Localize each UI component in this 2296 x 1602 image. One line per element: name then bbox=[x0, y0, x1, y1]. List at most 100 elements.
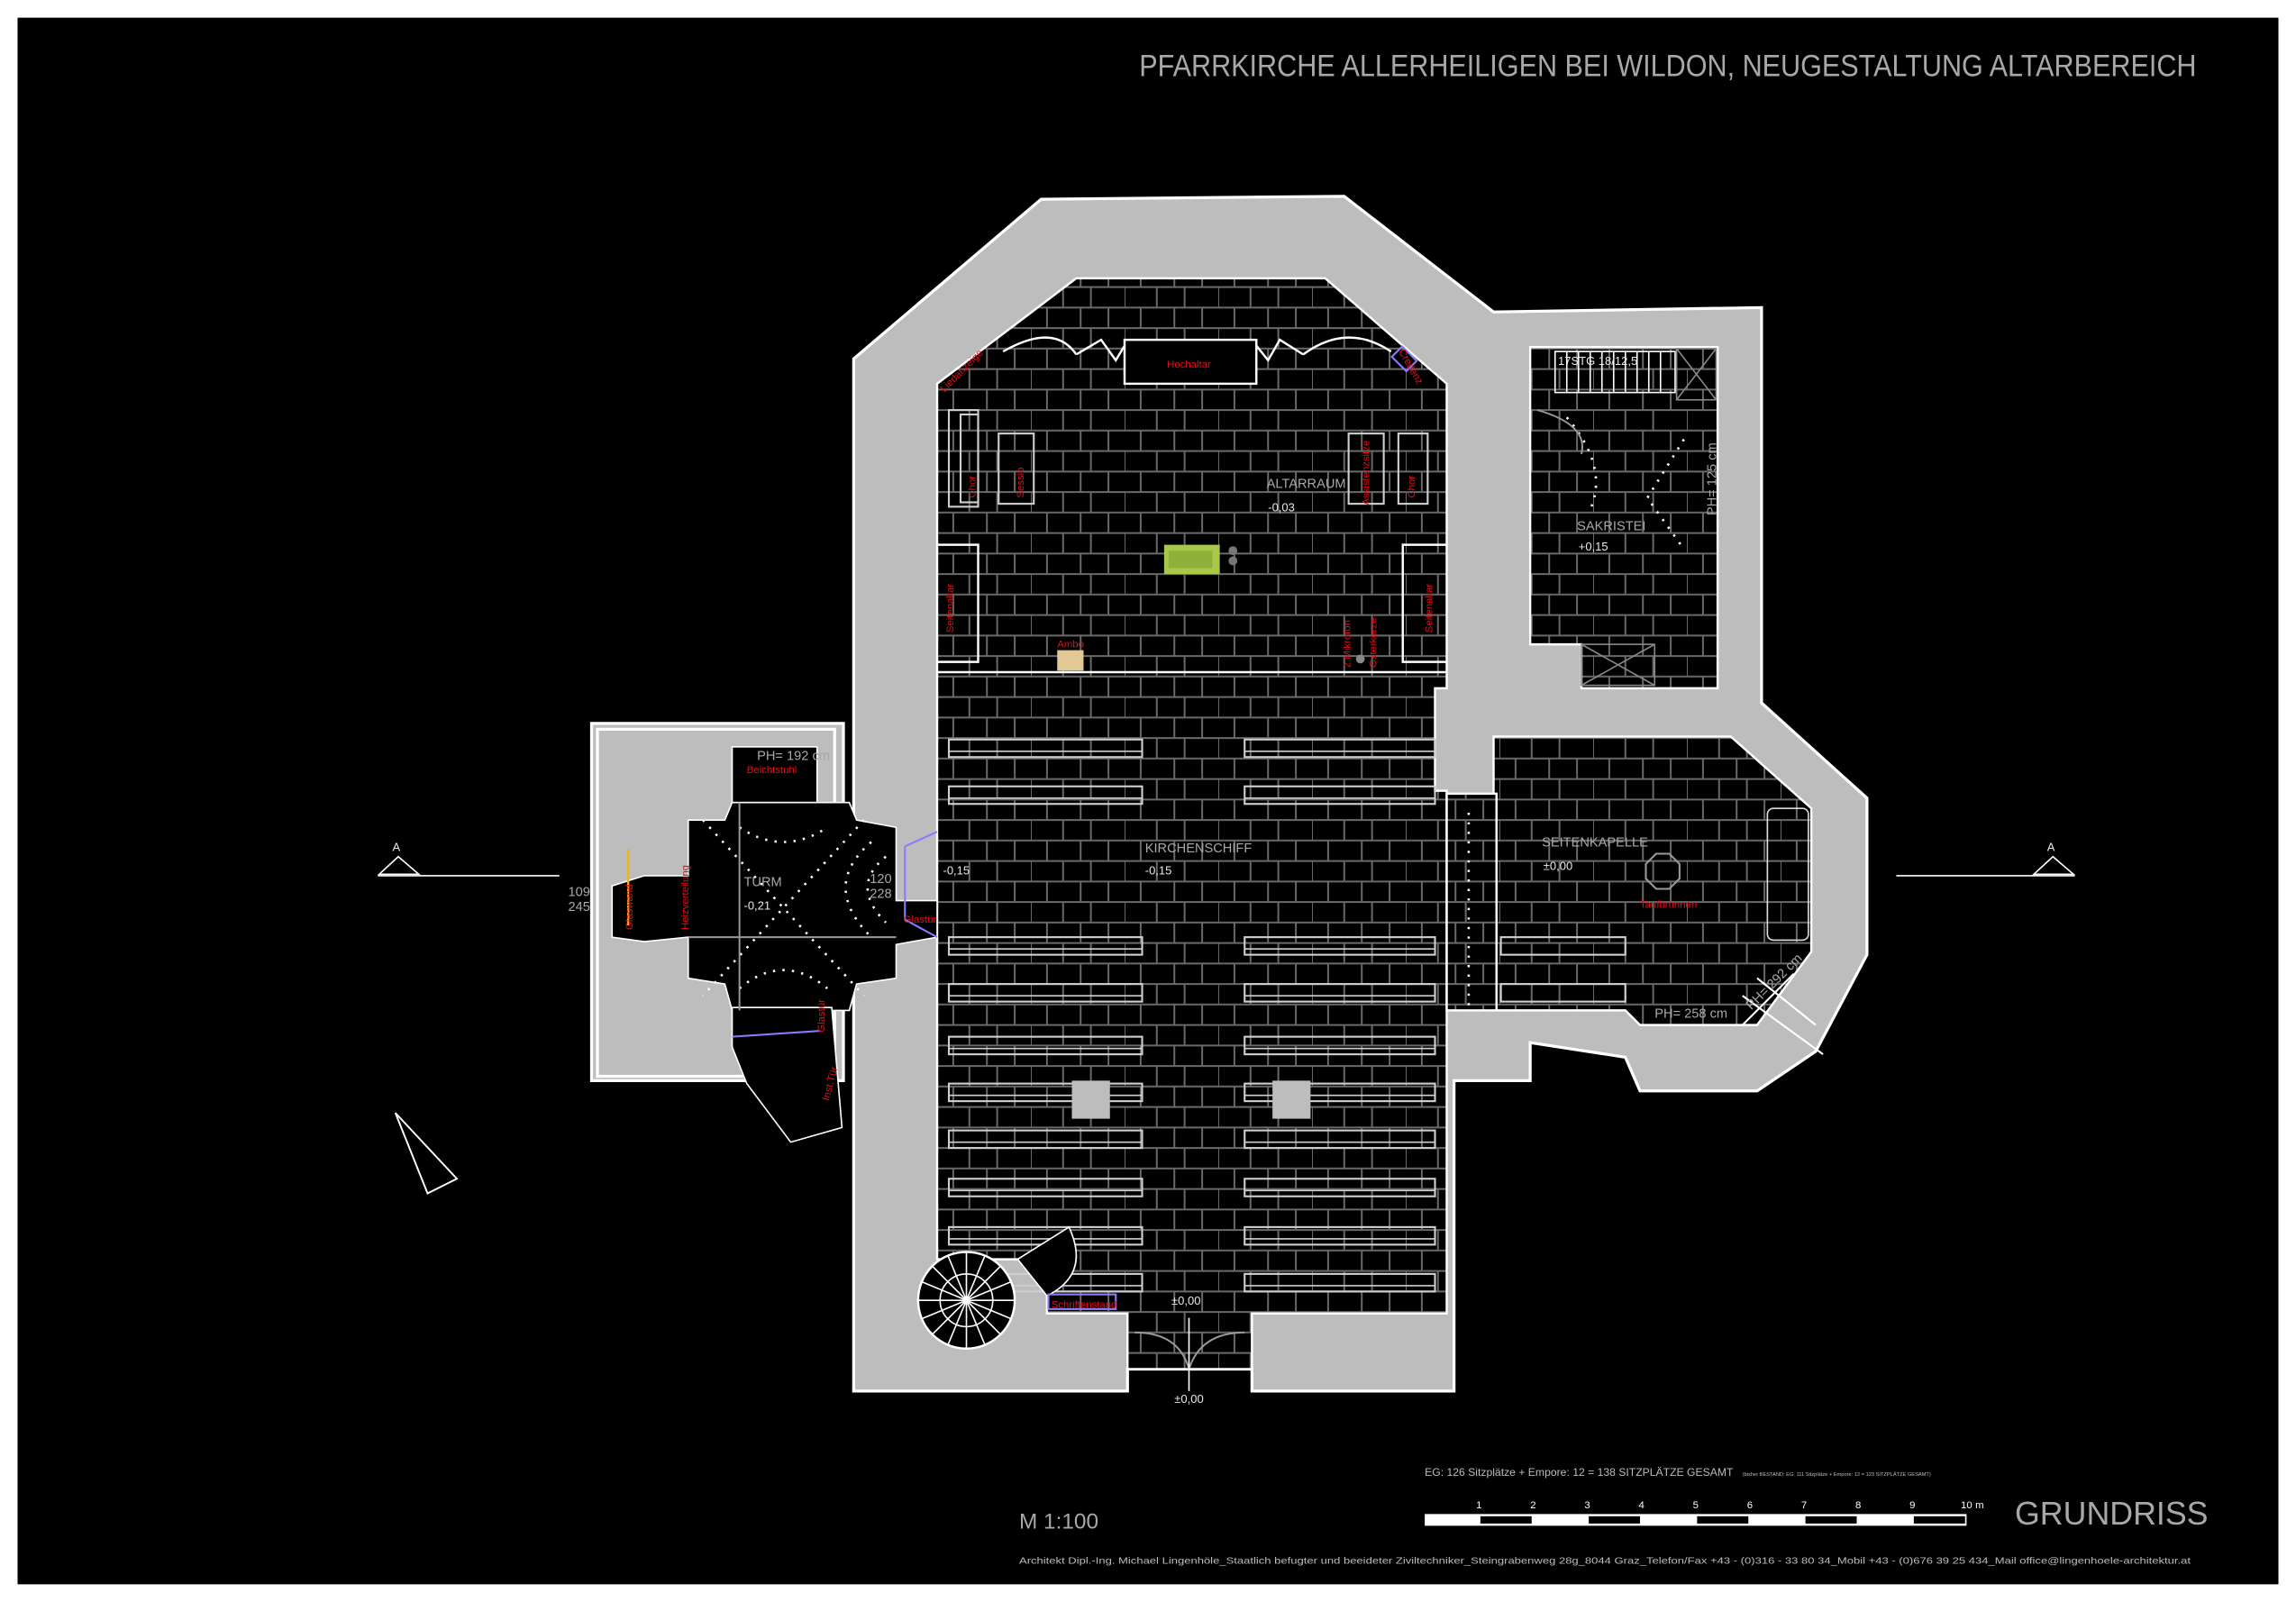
svg-text:±0,00: ±0,00 bbox=[1174, 1392, 1203, 1406]
chapel-connection bbox=[1445, 792, 1498, 1012]
scale-tick-label: 6 bbox=[1747, 1500, 1753, 1511]
scale-tick-label: 4 bbox=[1638, 1500, 1644, 1511]
sakristei-floor bbox=[1528, 346, 1719, 690]
pews bbox=[947, 738, 1626, 1293]
svg-text:-0,15: -0,15 bbox=[1145, 863, 1172, 877]
pew bbox=[947, 1035, 1143, 1056]
section-marker-right: A bbox=[1896, 840, 2076, 877]
svg-text:PH= 258 cm: PH= 258 cm bbox=[1654, 1007, 1727, 1022]
scale-bar-segment bbox=[1805, 1516, 1857, 1524]
seats-summary: EG: 126 Sitzplätze + Empore: 12 = 138 SI… bbox=[1425, 1466, 1734, 1479]
pew bbox=[1244, 983, 1436, 1003]
pew bbox=[1244, 738, 1436, 759]
svg-text:Glastür: Glastür bbox=[904, 915, 937, 925]
room-turm: TURM bbox=[744, 875, 782, 889]
svg-text:228: 228 bbox=[870, 887, 891, 901]
main-entrance bbox=[1047, 1293, 1245, 1391]
scale-tick-label: 10 bbox=[1961, 1500, 1973, 1511]
scale-bar-segment bbox=[1697, 1516, 1749, 1524]
svg-text:-0,21: -0,21 bbox=[744, 898, 771, 912]
svg-text:±0,00: ±0,00 bbox=[1544, 859, 1572, 872]
porch-floor bbox=[731, 1006, 843, 1143]
svg-text:Osterkerze: Osterkerze bbox=[1369, 618, 1380, 669]
svg-text:A: A bbox=[393, 840, 401, 853]
svg-text:120: 120 bbox=[870, 872, 891, 887]
svg-text:PH= 125 cm: PH= 125 cm bbox=[1706, 442, 1720, 515]
scale-tick-label: 2 bbox=[1530, 1500, 1535, 1511]
architect-footer: Architekt Dipl.-Ing. Michael Lingenhöle_… bbox=[1019, 1557, 2191, 1567]
svg-text:-0,15: -0,15 bbox=[943, 863, 970, 877]
drawing-title: PFARRKIRCHE ALLERHEILIGEN BEI WILDON, NE… bbox=[1139, 50, 2196, 84]
room-sakristei: SAKRISTEI bbox=[1577, 519, 1645, 533]
scale-tick-label: 1 bbox=[1476, 1500, 1481, 1511]
ambo-image bbox=[1057, 650, 1084, 671]
svg-text:109: 109 bbox=[569, 886, 590, 900]
sheet-title: GRUNDRISS bbox=[2015, 1496, 2209, 1532]
chapel-details bbox=[1467, 807, 1824, 1055]
pew bbox=[1244, 1082, 1436, 1103]
svg-text:Beichtstuhl: Beichtstuhl bbox=[747, 765, 797, 776]
svg-text:-0,03: -0,03 bbox=[1268, 500, 1295, 514]
pew bbox=[1244, 1272, 1436, 1293]
pew bbox=[1244, 936, 1436, 956]
pew bbox=[947, 785, 1143, 806]
svg-text:245: 245 bbox=[569, 900, 590, 915]
scale-bar-segment bbox=[1589, 1516, 1640, 1524]
pew bbox=[1244, 1178, 1436, 1197]
svg-text:PH= 192 cm: PH= 192 cm bbox=[757, 750, 830, 764]
north-arrow-icon bbox=[394, 1112, 459, 1195]
room-kirchenschiff: KIRCHENSCHIFF bbox=[1145, 842, 1253, 856]
pew bbox=[947, 1178, 1143, 1197]
svg-text:+0,15: +0,15 bbox=[1579, 540, 1608, 553]
pew bbox=[947, 1129, 1143, 1150]
room-labels: ALTARRAUM -0,03 KIRCHENSCHIFF -0,15 -0,1… bbox=[744, 477, 1649, 1406]
svg-text:A: A bbox=[2047, 840, 2055, 853]
svg-text:Glaswand: Glaswand bbox=[624, 884, 635, 930]
scale-bar-segment bbox=[1480, 1516, 1532, 1524]
seats-previous: (bisher BESTAND: EG: 111 Sitzplätze + Em… bbox=[1743, 1471, 1931, 1478]
svg-text:2.Mikrofon: 2.Mikrofon bbox=[1342, 620, 1353, 668]
pillar bbox=[1071, 1080, 1110, 1119]
section-marker-left: A bbox=[377, 840, 560, 877]
spiral-stair bbox=[916, 1225, 1078, 1350]
tower-vault-lines bbox=[688, 802, 897, 1011]
svg-text:Heizverteilung: Heizverteilung bbox=[680, 865, 691, 930]
hochaltar-table bbox=[1123, 338, 1258, 386]
title-block: EG: 126 Sitzplätze + Empore: 12 = 138 SI… bbox=[1019, 1466, 2209, 1566]
glass-doors bbox=[626, 831, 938, 1038]
svg-text:17STG 18/12,5: 17STG 18/12,5 bbox=[1558, 354, 1637, 368]
pew bbox=[1244, 785, 1436, 806]
pew bbox=[1244, 1129, 1436, 1150]
pew bbox=[1244, 1225, 1436, 1246]
pew bbox=[947, 983, 1143, 1003]
svg-text:Schriftenstand: Schriftenstand bbox=[1052, 1299, 1117, 1310]
beichtstuhl-niche bbox=[731, 746, 818, 804]
svg-text:Sessio: Sessio bbox=[1016, 468, 1026, 498]
sakristei-details bbox=[1536, 348, 1717, 687]
pew bbox=[1499, 983, 1626, 1003]
scale-tick-label: 9 bbox=[1909, 1500, 1915, 1511]
scale-bar-segment bbox=[1913, 1516, 1965, 1524]
svg-text:Glastür: Glastür bbox=[816, 999, 827, 1033]
scale-label: M 1:100 bbox=[1019, 1510, 1098, 1534]
chapel-floor bbox=[1492, 735, 1813, 1026]
pew bbox=[947, 936, 1143, 956]
pew bbox=[1244, 1035, 1436, 1056]
room-seitenkapelle: SEITENKAPELLE bbox=[1542, 835, 1648, 850]
room-altarraum: ALTARRAUM bbox=[1267, 477, 1346, 491]
scale-tick-label: 8 bbox=[1855, 1500, 1861, 1511]
floor-areas bbox=[611, 277, 1813, 1370]
svg-text:Ambo: Ambo bbox=[1057, 639, 1084, 650]
svg-text:Hochaltar: Hochaltar bbox=[1167, 360, 1211, 370]
svg-text:Chor: Chor bbox=[1407, 476, 1417, 498]
fixture-labels: Hochaltar Liedanzeige Credenz Chor Sessi… bbox=[624, 348, 1697, 1311]
svg-text:Taufbrunnen: Taufbrunnen bbox=[1640, 900, 1697, 911]
svg-text:Seitenaltar: Seitenaltar bbox=[1424, 584, 1435, 633]
svg-text:±0,00: ±0,00 bbox=[1171, 1294, 1200, 1307]
altar-area bbox=[937, 336, 1447, 674]
scale-tick-label: 5 bbox=[1693, 1500, 1699, 1511]
pew bbox=[1499, 936, 1626, 956]
svg-text:Seitenaltar: Seitenaltar bbox=[945, 584, 956, 633]
svg-text:Chor: Chor bbox=[967, 476, 978, 498]
